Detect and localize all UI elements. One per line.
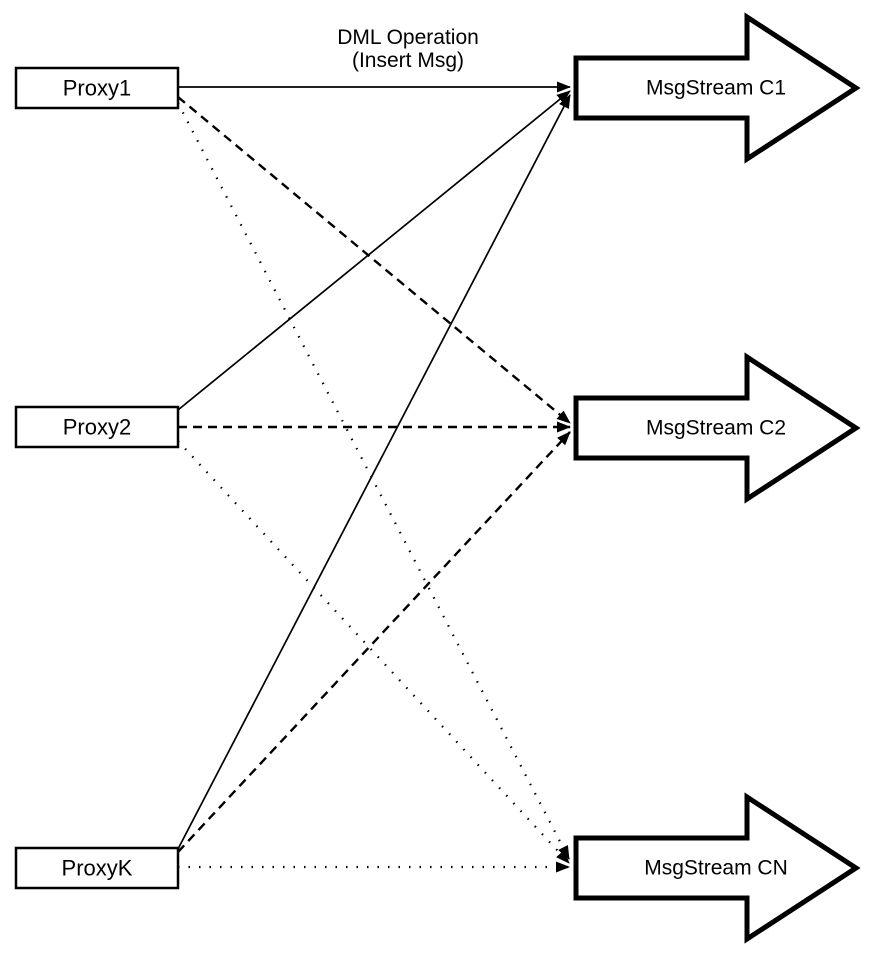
proxy-box-proxy1 [14, 66, 180, 110]
proxy-label-proxyk: ProxyK [62, 856, 133, 881]
edge-proxy2-c1-solid [177, 90, 571, 411]
msgstream-label-c1: MsgStream C1 [646, 77, 786, 100]
edge-proxy1-c2-dashed [177, 96, 571, 424]
proxy-label-proxy1: Proxy1 [63, 76, 131, 101]
dml-operation-label: DML Operation (Insert Msg) [258, 26, 558, 72]
edge-proxyk-c1-solid [177, 94, 571, 850]
edge-proxyk-c2-dashed [177, 431, 571, 853]
msgstream-arrow-cn [573, 792, 861, 944]
msgstream-label-c2: MsgStream C2 [646, 417, 786, 440]
msgstream-arrow-c2 [573, 352, 861, 504]
dml-operation-label-line2: (Insert Msg) [351, 49, 464, 72]
msgstream-arrow-c1 [573, 12, 861, 164]
proxy-label-proxy2: Proxy2 [63, 415, 131, 440]
dml-operation-label-line1: DML Operation [337, 26, 479, 49]
edge-proxy2-cn-dotted [177, 440, 570, 864]
edge-proxy1-cn-dotted [177, 102, 570, 860]
proxy-box-proxyk [14, 846, 180, 890]
msgstream-label-cn: MsgStream CN [644, 857, 788, 880]
proxy-box-proxy2 [14, 405, 180, 449]
